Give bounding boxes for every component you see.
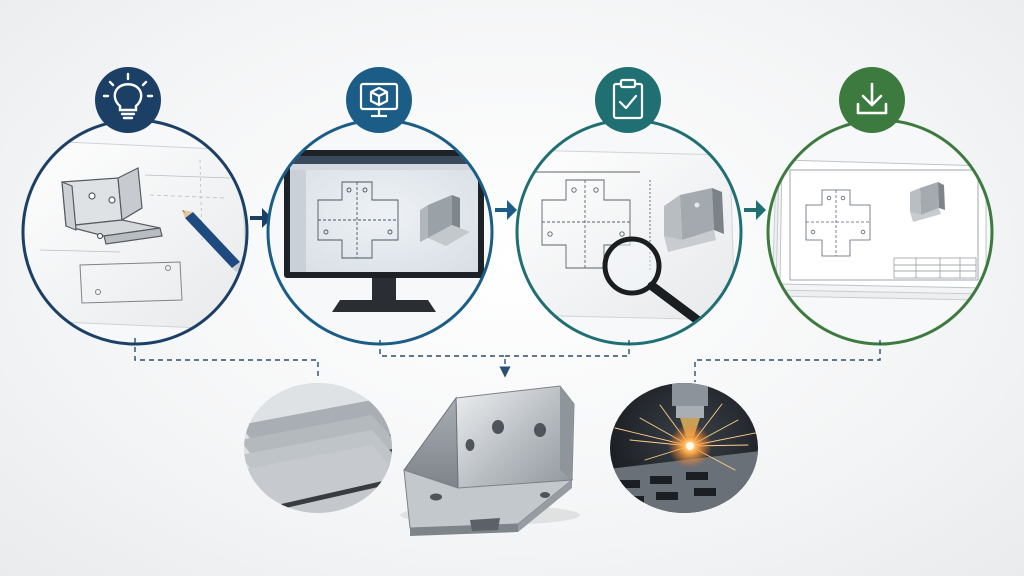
drawing-flat-pattern [805, 189, 871, 257]
connector-step-1 [134, 338, 319, 378]
output-metal-sheet-stack [244, 383, 392, 513]
sketched-bracket [61, 167, 163, 245]
sheet-layers [244, 400, 392, 512]
arrow-step-2-to-3 [495, 200, 517, 220]
arrow-step-3-to-4 [744, 200, 766, 220]
drawing-sheet [779, 159, 987, 289]
step-3-review [515, 67, 743, 346]
cad-side-panel [290, 170, 306, 272]
cad-scene [284, 150, 484, 312]
drawing-title-block [893, 257, 977, 279]
cad-3d-bracket [420, 195, 470, 246]
clipboard-check-icon [612, 78, 644, 120]
connector-step-4 [694, 340, 881, 382]
output-laser-cutting [610, 383, 758, 513]
dashed-connectors [134, 338, 881, 382]
cad-flat-pattern [317, 181, 399, 259]
sketch-flat-pattern [79, 261, 183, 304]
monitor-base [332, 300, 436, 312]
arrow-step-1-to-2 [250, 208, 272, 228]
review-3d-bracket [664, 188, 724, 252]
magnifying-glass-icon [602, 236, 705, 327]
lightbulb-icon [102, 72, 154, 120]
step-1-badge [95, 67, 161, 133]
step-4-drawing-set [766, 67, 994, 346]
drawing-set-scene [771, 159, 987, 301]
monitor-stand [372, 278, 396, 300]
connector-step-2 [379, 340, 511, 378]
step-3-badge [595, 67, 661, 133]
review-scene [517, 149, 736, 327]
sketch-scene [23, 139, 247, 331]
step-2-cad [266, 67, 494, 346]
monitor-cube-icon [359, 82, 399, 118]
step-1-sketch [21, 67, 249, 346]
download-icon [856, 82, 888, 115]
cad-toolbar [290, 156, 478, 164]
output-sheet-metal-bracket [400, 385, 580, 536]
step-2-badge [346, 67, 412, 133]
step-4-badge [839, 67, 905, 133]
drawing-3d-bracket [910, 182, 945, 222]
